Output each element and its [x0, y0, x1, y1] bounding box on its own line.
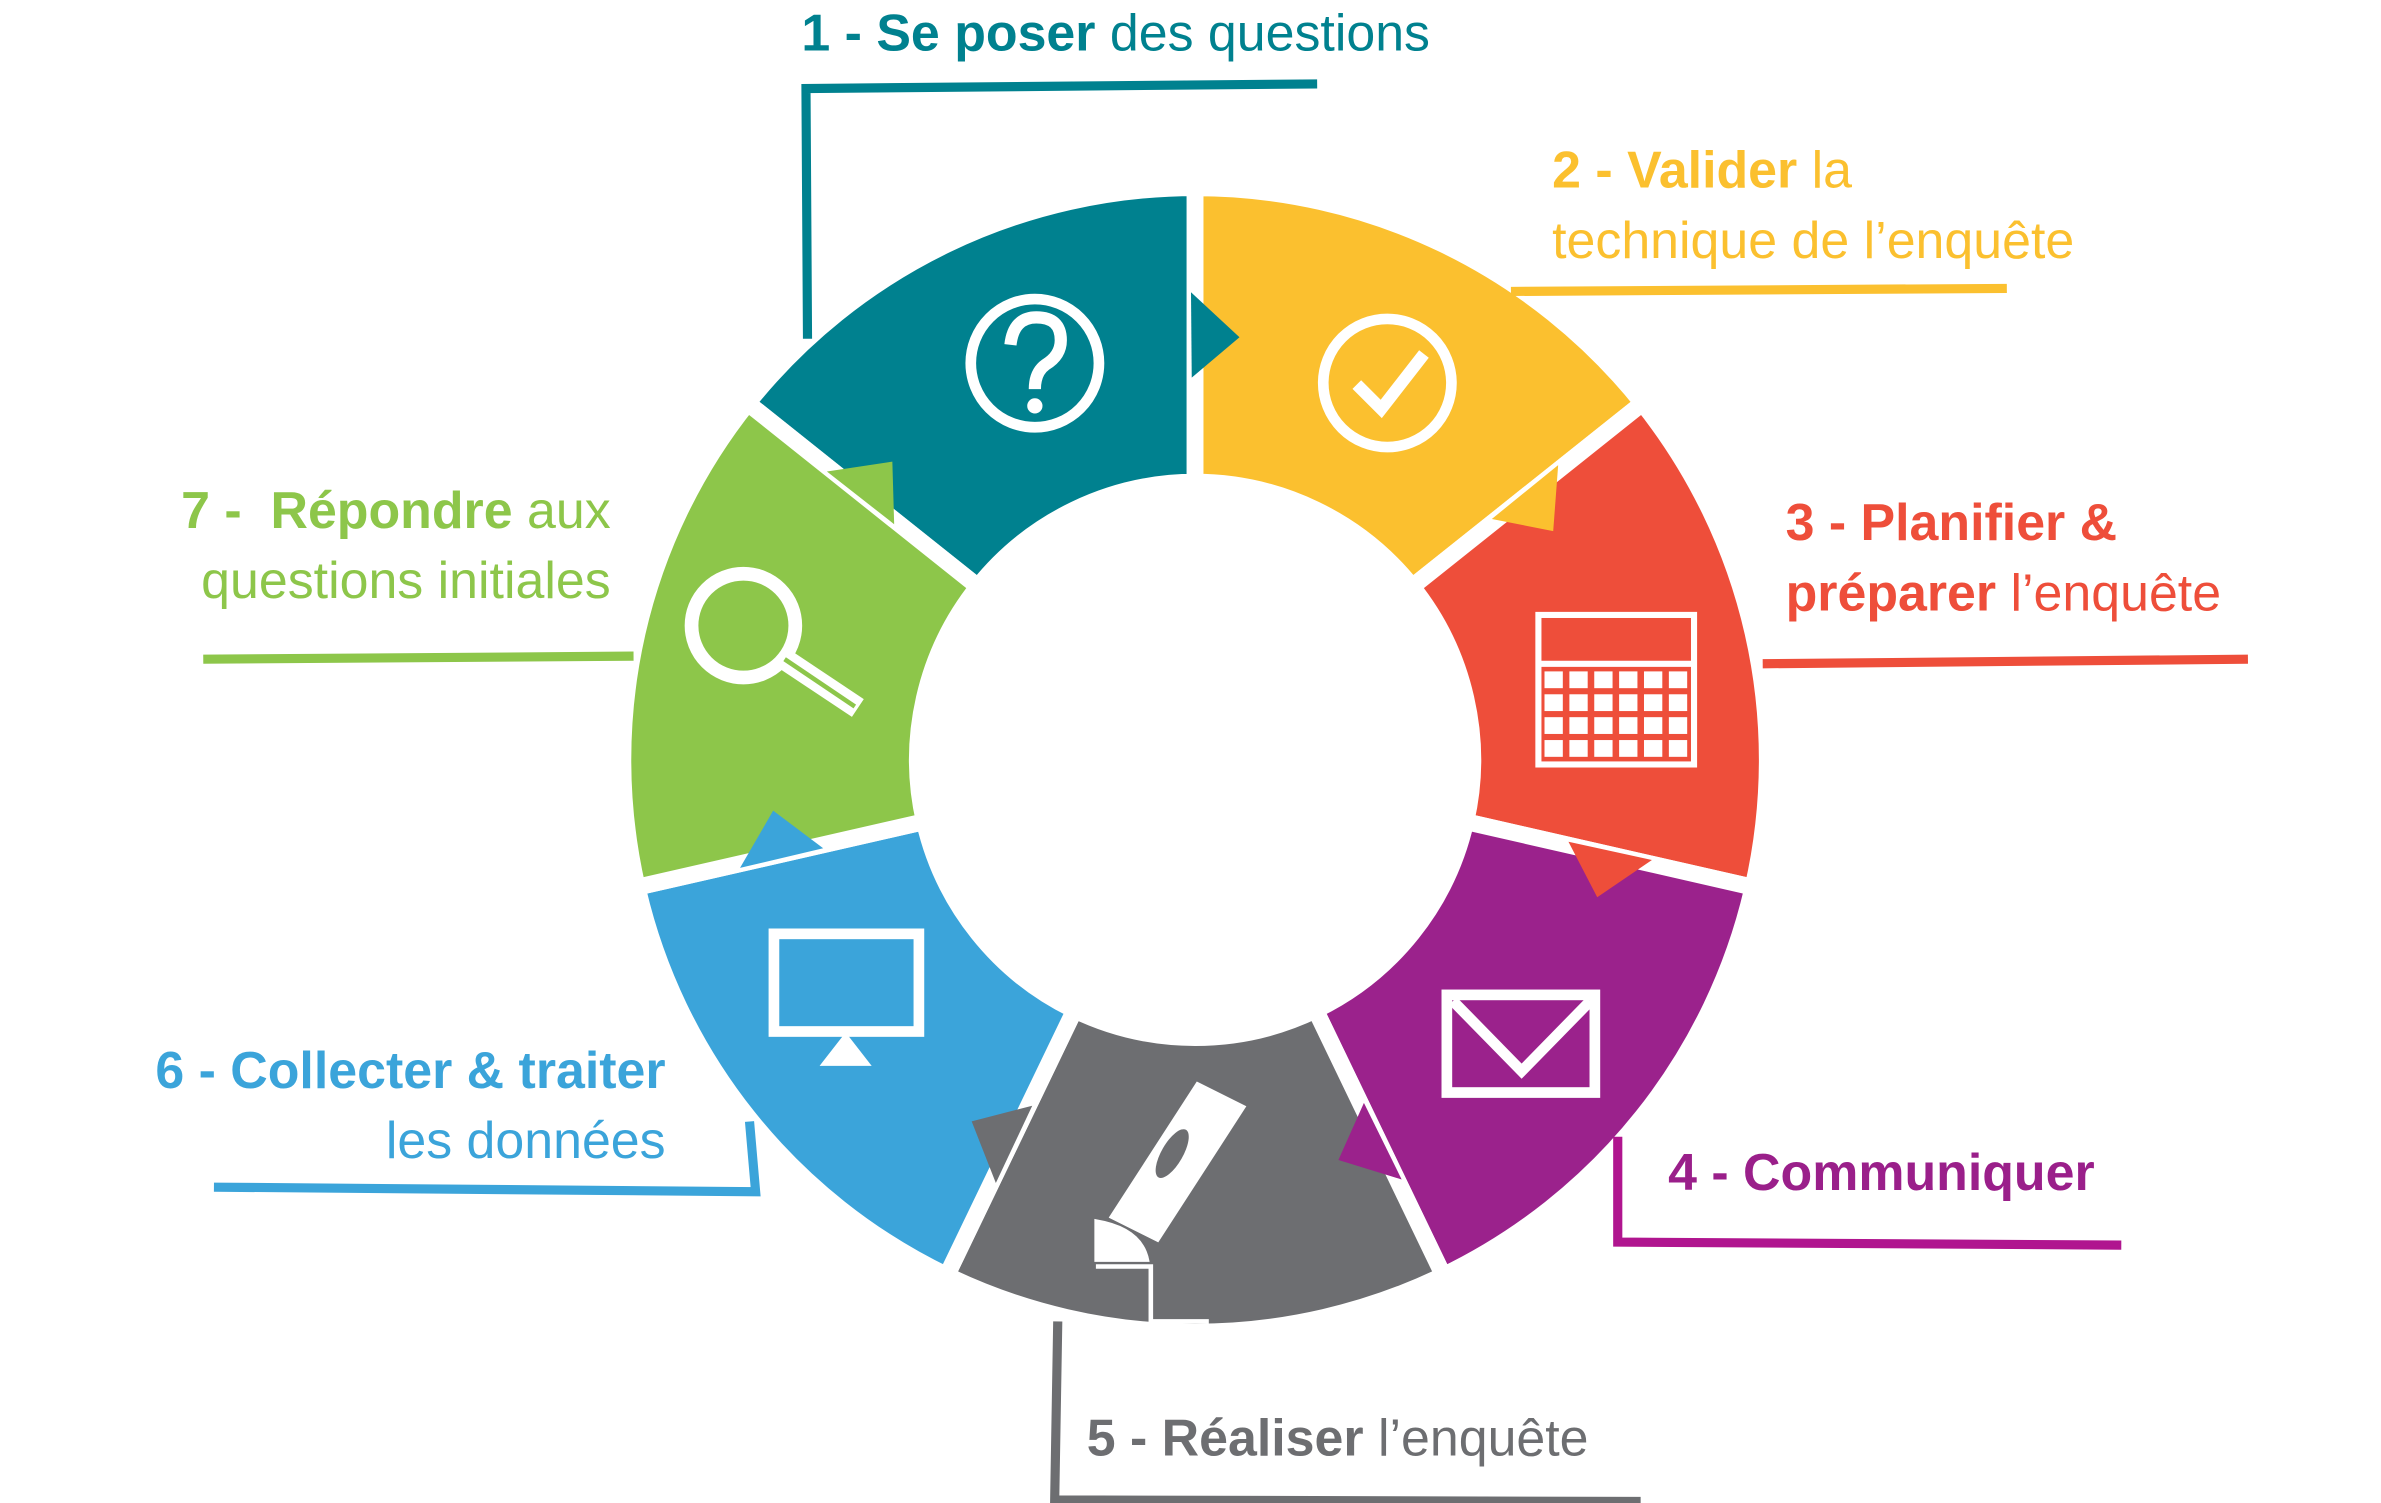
svg-text:2 - Valider la: 2 - Valider la [1552, 141, 1852, 199]
calendar-day-cell [1594, 740, 1613, 757]
calendar-day-cell [1668, 671, 1688, 689]
leader-line-5 [1050, 1321, 1641, 1503]
step-5-label: 5 - Réaliser l’enquête [1087, 1409, 1589, 1467]
calendar-day-cell [1569, 740, 1588, 757]
calendar-day-cell [1569, 717, 1588, 734]
label-normal: l’enquête [1996, 563, 2221, 621]
label-bold: 5 - Réaliser [1087, 1409, 1364, 1467]
step-7-label: 7 - Répondre aux questions initiales [181, 481, 611, 609]
label-bold: 7 - Répondre [181, 481, 512, 539]
label-bold: préparer [1786, 563, 1996, 621]
puzzle-tabs [740, 292, 1652, 1184]
calendar-day-cell [1594, 671, 1613, 689]
calendar-day-cell [1544, 694, 1563, 712]
monitor-icon [768, 928, 925, 1066]
calendar-day-cell [1643, 717, 1663, 734]
svg-text:6 - Collecter & traiter: 6 - Collecter & traiter [155, 1041, 665, 1099]
step-2-label: 2 - Valider la technique de l’enquête [1552, 141, 2074, 269]
step-3-label: 3 - Planifier & préparer l’enquête [1786, 493, 2221, 621]
calendar-day-cell [1643, 694, 1663, 712]
puzzle-tab-4 [1338, 1102, 1402, 1180]
leader-line-4 [1613, 1136, 2122, 1250]
leader-line-7 [203, 651, 634, 664]
leader-line-2 [1510, 283, 2007, 297]
label-bold: 2 - Valider [1552, 141, 1797, 199]
calendar-day-cell [1619, 671, 1638, 689]
calendar-day-cell [1668, 717, 1688, 734]
svg-text:les données: les données [386, 1111, 666, 1169]
calendar-day-cell [1619, 717, 1638, 734]
leader-line-6 [213, 1121, 761, 1197]
calendar-day-cell [1569, 694, 1588, 712]
svg-text:3 - Planifier &: 3 - Planifier & [1786, 493, 2118, 551]
ring-segment-7 [614, 394, 987, 896]
label-bold: 1 - Se poser [801, 3, 1095, 61]
calendar-day-cell [1619, 694, 1638, 712]
svg-text:7 - Répondre aux: 7 - Répondre aux [181, 481, 611, 539]
label-normal: des questions [1095, 3, 1430, 61]
calendar-day-cell [1594, 694, 1613, 712]
puzzle-tab-2 [1491, 465, 1559, 532]
calendar-day-cell [1668, 694, 1688, 712]
envelope-icon [1441, 989, 1601, 1098]
magnifier-icon [684, 566, 864, 717]
step-labels: 1 - Se poser des questions 2 - Valider l… [155, 3, 2221, 1466]
calendar-icon [1535, 611, 1698, 768]
puzzle-tab-3 [1568, 841, 1652, 898]
label-normal: les données [386, 1111, 666, 1169]
puzzle-tab-6 [740, 810, 824, 868]
label-normal: l’enquête [1364, 1409, 1589, 1467]
check-circle-icon [1317, 313, 1457, 453]
ring-segment-4 [1307, 813, 1762, 1284]
calendar-day-cell [1569, 671, 1588, 689]
label-normal: la [1797, 141, 1852, 199]
step-6-label: 6 - Collecter & traiter les données [155, 1041, 665, 1169]
label-normal: questions initiales [201, 551, 610, 609]
calendar-day-cell [1643, 740, 1663, 757]
calendar-day-cell [1643, 671, 1663, 689]
calendar-day-cell [1544, 717, 1563, 734]
calendar-day-cell [1594, 717, 1613, 734]
pen-icon [1094, 1081, 1247, 1324]
puzzle-tab-5 [971, 1105, 1033, 1184]
label-normal: aux [513, 481, 611, 539]
step-1-label: 1 - Se poser des questions [801, 3, 1430, 61]
leader-lines [203, 79, 2248, 1503]
puzzle-tab-7 [826, 461, 895, 525]
label-normal: technique de l’enquête [1552, 211, 2074, 269]
label-bold: 3 - Planifier & [1786, 493, 2118, 551]
label-bold: 4 - Communiquer [1668, 1143, 2095, 1201]
calendar-day-cell [1544, 740, 1563, 757]
step-4-label: 4 - Communiquer [1668, 1143, 2095, 1201]
question-circle-icon [965, 293, 1105, 433]
leader-line-1 [801, 79, 1318, 339]
calendar-day-cell [1619, 740, 1638, 757]
leader-line-3 [1762, 654, 2248, 669]
label-bold: 6 - Collecter & traiter [155, 1041, 665, 1099]
svg-text:technique de l’enquête: technique de l’enquête [1552, 211, 2074, 269]
svg-text:préparer l’enquête: préparer l’enquête [1786, 563, 2221, 621]
calendar-day-cell [1668, 740, 1688, 757]
svg-text:questions initiales: questions initiales [201, 551, 610, 609]
calendar-day-cell [1544, 671, 1563, 689]
puzzle-tab-1 [1190, 292, 1240, 378]
